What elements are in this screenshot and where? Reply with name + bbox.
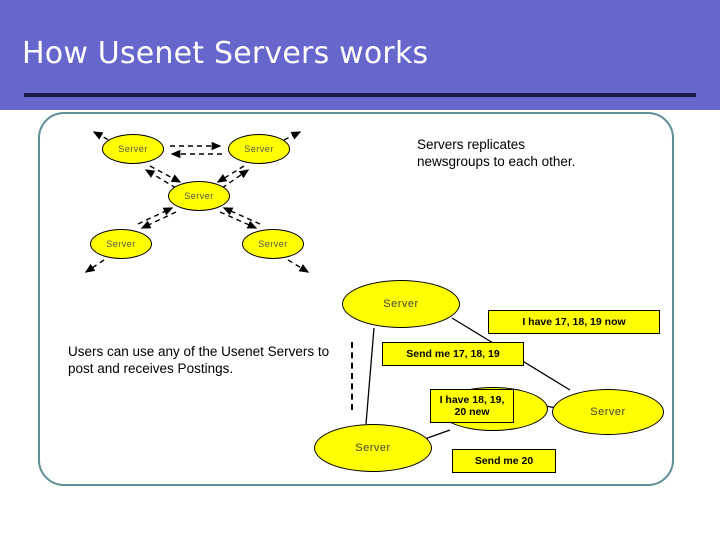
server-node: Server bbox=[314, 424, 432, 472]
user-connector-line bbox=[351, 342, 353, 410]
header-divider bbox=[24, 93, 696, 97]
message-box: I have 17, 18, 19 now bbox=[488, 310, 660, 334]
replication-description: Servers replicates newsgroups to each ot… bbox=[417, 137, 576, 169]
server-exchange-diagram: Server Server Server Server I have 17, 1… bbox=[314, 272, 664, 487]
server-node: Server bbox=[168, 181, 230, 211]
server-node: Server bbox=[242, 229, 304, 259]
server-node: Server bbox=[90, 229, 152, 259]
content-frame bbox=[38, 112, 674, 486]
server-node: Server bbox=[102, 134, 164, 164]
server-node: Server bbox=[342, 280, 460, 328]
page-title: How Usenet Servers works bbox=[22, 36, 429, 71]
slide-header-band bbox=[0, 0, 720, 110]
server-node: Server bbox=[228, 134, 290, 164]
message-box: Send me 17, 18, 19 bbox=[382, 342, 524, 366]
message-box: I have 18, 19, 20 new bbox=[430, 389, 514, 423]
server-mesh-diagram: Server Server Server Server Server bbox=[80, 126, 320, 276]
server-node: Server bbox=[552, 389, 664, 435]
users-description: Users can use any of the Usenet Servers … bbox=[68, 344, 330, 376]
message-box: Send me 20 bbox=[452, 449, 556, 473]
